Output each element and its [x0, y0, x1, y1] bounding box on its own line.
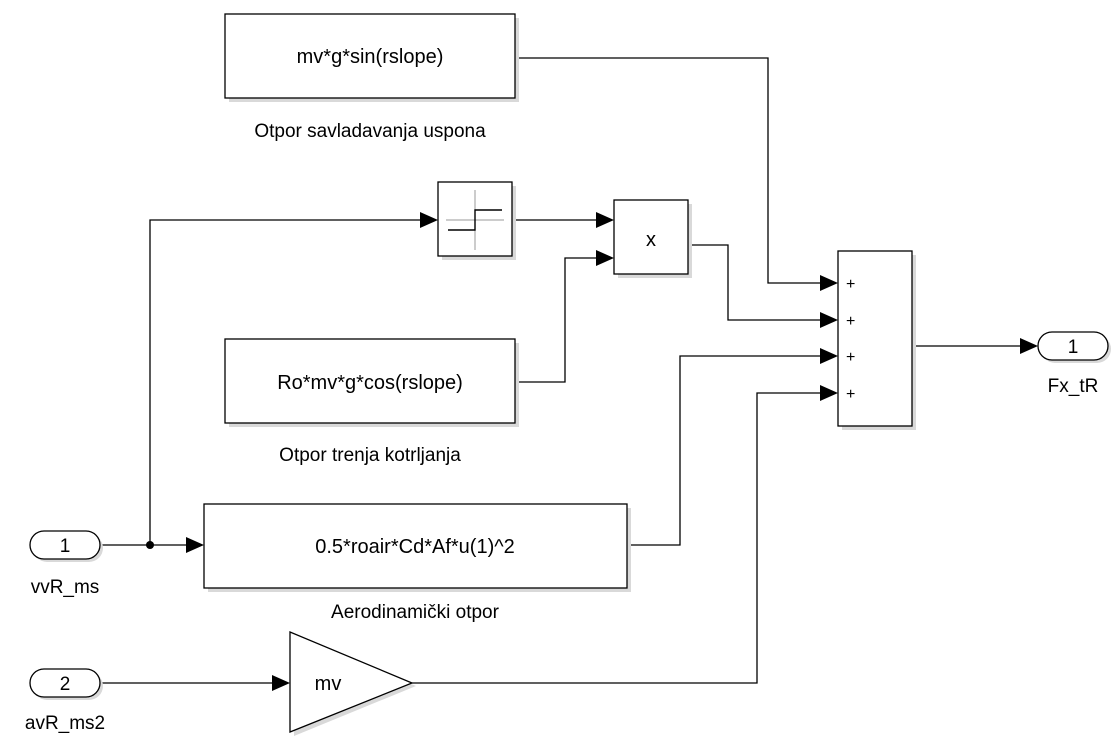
arrow-sum-in2	[820, 312, 838, 328]
wire-product-to-sum[interactable]	[688, 244, 822, 321]
sum-sign-1: +	[846, 276, 855, 293]
outport-1-name: Fx_tR	[1048, 376, 1099, 397]
wire-aero-to-sum[interactable]	[627, 355, 822, 546]
arrow-sum-in1	[820, 275, 838, 291]
sum-block[interactable]: + + + +	[837, 250, 916, 430]
sum-sign-2: +	[846, 313, 855, 330]
arrow-product-in1	[596, 212, 614, 228]
arrow-sign-in	[420, 212, 438, 228]
arrow-sum-in4	[820, 385, 838, 401]
inport-2[interactable]: 2	[29, 668, 103, 700]
gain-label: mv	[315, 673, 342, 695]
fcn-roll-caption: Otpor trenja kotrljanja	[279, 445, 461, 466]
signal-lines	[100, 57, 1022, 684]
outport-1[interactable]: 1	[1037, 331, 1111, 363]
wire-roll-to-product[interactable]	[515, 257, 598, 383]
wire-slope-to-sum[interactable]	[515, 57, 822, 284]
arrow-product-in2	[596, 250, 614, 266]
wire-branch-to-sign[interactable]	[149, 219, 422, 545]
sum-sign-3: +	[846, 349, 855, 366]
inport-2-number: 2	[60, 674, 71, 695]
outport-1-number: 1	[1068, 337, 1079, 358]
inport-1[interactable]: 1	[29, 530, 103, 562]
fcn-roll-expression: Ro*mv*g*cos(rslope)	[277, 372, 463, 394]
fcn-aero-caption: Aerodinamički otpor	[331, 602, 500, 623]
arrow-aero-in	[186, 537, 204, 553]
sum-sign-4: +	[846, 386, 855, 403]
gain-block[interactable]: mv	[289, 631, 416, 736]
arrow-gain-in	[272, 675, 290, 691]
fcn-block-slope[interactable]: mv*g*sin(rslope)	[224, 13, 519, 102]
arrowheads	[186, 212, 1038, 691]
product-symbol: x	[646, 229, 656, 251]
wire-gain-to-sum[interactable]	[412, 392, 822, 684]
fcn-aero-expression: 0.5*roair*Cd*Af*u(1)^2	[315, 536, 514, 558]
arrow-out-in	[1020, 338, 1038, 354]
sign-step-icon	[446, 190, 504, 250]
inport-1-number: 1	[60, 536, 71, 557]
fcn-block-aero[interactable]: 0.5*roair*Cd*Af*u(1)^2	[203, 503, 631, 592]
arrow-sum-in3	[820, 348, 838, 364]
inport-2-name: avR_ms2	[25, 713, 105, 734]
sign-block[interactable]	[437, 181, 516, 260]
fcn-slope-caption: Otpor savladavanja uspona	[254, 121, 486, 142]
fcn-block-roll[interactable]: Ro*mv*g*cos(rslope)	[224, 338, 519, 427]
inport-1-name: vvR_ms	[31, 577, 100, 598]
product-block[interactable]: x	[613, 199, 692, 278]
fcn-slope-expression: mv*g*sin(rslope)	[297, 46, 444, 68]
branch-point	[146, 541, 154, 549]
